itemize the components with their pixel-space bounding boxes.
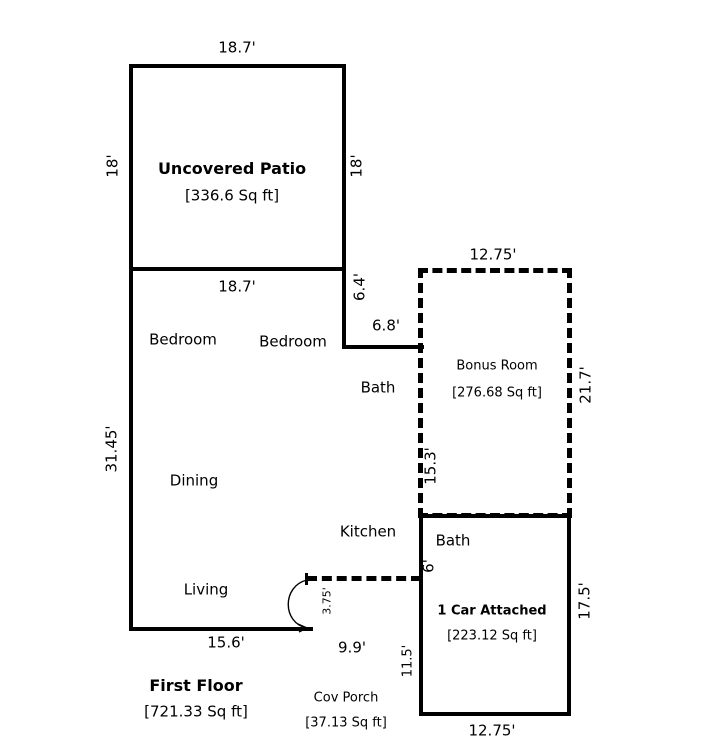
dim-garage-right: 17.5' [575,582,594,620]
dim-garage-bottom: 12.75' [468,721,516,740]
patio-outline-wall [129,64,346,271]
room-label-bedroom-right: Bedroom [259,332,327,351]
bonus-room-sqft: [276.68 Sq ft] [452,385,542,401]
room-label-dining: Dining [169,471,219,490]
dim-patio-right: 18' [347,154,366,178]
dim-patio-top: 18.7' [218,38,256,57]
patio-title: Uncovered Patio [157,159,307,178]
dim-bonus-left: 15.3' [421,447,440,485]
dim-bonus-right: 21.7' [576,366,595,404]
upper-right-wall [342,271,346,349]
dim-patio-bottom: 18.7' [218,277,256,296]
first-floor-sqft: [721.33 Sq ft] [144,702,248,721]
room-label-kitchen: Kitchen [339,522,397,541]
door-swing-arc-icon [287,579,308,633]
bonus-room-title: Bonus Room [456,358,538,374]
patio-sqft: [336.6 Sq ft] [184,186,280,205]
dim-garage-left-upper: 6' [419,559,438,573]
cov-porch-sqft: [37.13 Sq ft] [305,715,387,731]
dim-bonus-top: 12.75' [469,245,517,264]
dim-main-left: 31.45' [102,425,121,473]
first-floor-title: First Floor [149,676,243,695]
dim-patio-left: 18' [103,154,122,178]
porch-dashed-line [307,576,421,581]
garage-sqft: [223.12 Sq ft] [447,628,537,644]
bonus-room-dashed-wall [418,268,572,518]
room-label-living: Living [183,580,229,599]
dim-porch-height: 11.5' [400,644,416,678]
step-wall [342,345,424,349]
garage-title: 1 Car Attached [437,603,547,619]
porch-line-tick [305,573,308,585]
room-label-bedroom-left: Bedroom [149,330,217,349]
room-label-bath-upper: Bath [360,378,396,397]
living-bottom-wall [129,627,313,631]
cov-porch-title: Cov Porch [313,690,379,706]
dim-porch-width: 9.9' [338,638,366,657]
room-label-bath-lower: Bath [435,531,471,550]
dim-living-bottom: 15.6' [207,633,245,652]
dim-wall-step: 6.8' [372,316,400,335]
dim-wall-right-upper: 6.4' [350,273,369,301]
dim-door-offset: 3.75' [320,587,334,615]
main-left-wall [129,271,133,631]
